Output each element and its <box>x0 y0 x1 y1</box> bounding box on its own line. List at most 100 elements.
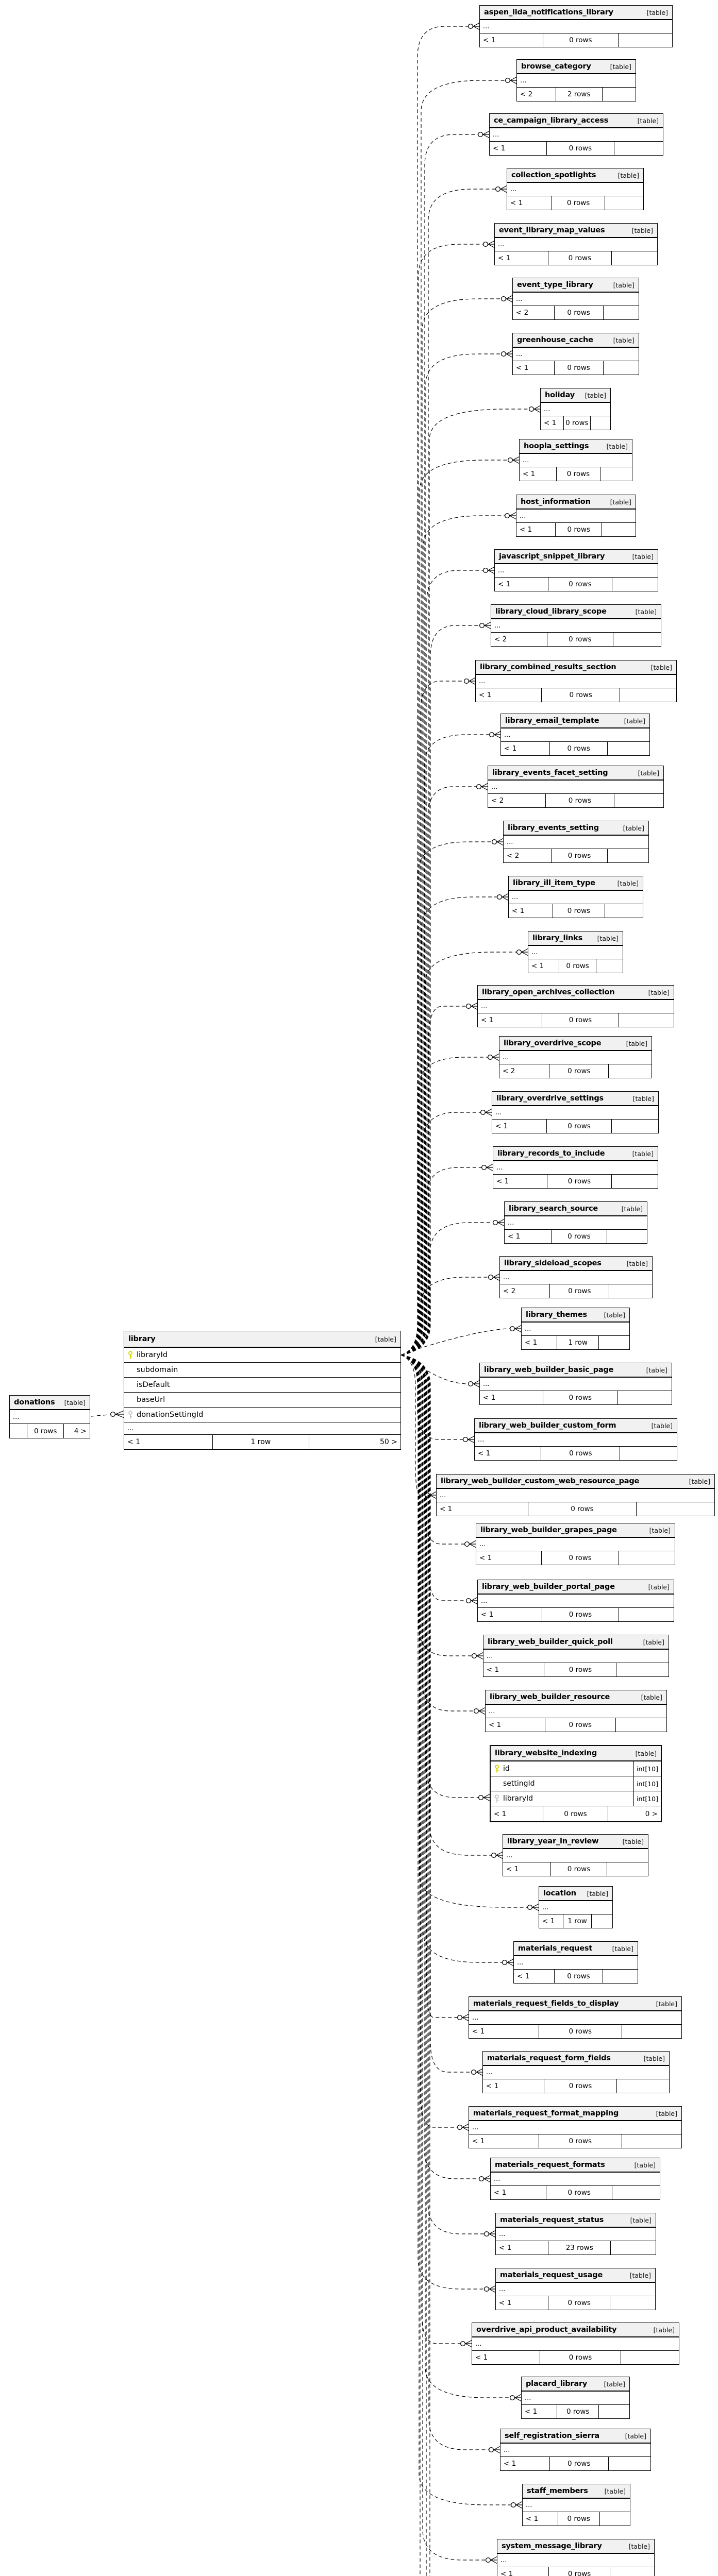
table-name[interactable]: collection_spotlights <box>511 171 596 179</box>
table-node-materials_request_fields_to_display[interactable]: materials_request_fields_to_display[tabl… <box>469 1996 682 2039</box>
table-name[interactable]: library_website_indexing <box>495 1749 597 1757</box>
table-name[interactable]: materials_request_formats <box>495 2161 605 2169</box>
table-name[interactable]: library_ill_item_type <box>513 879 595 887</box>
table-name[interactable]: materials_request_fields_to_display <box>473 1999 619 2008</box>
table-name[interactable]: library_open_archives_collection <box>482 988 615 996</box>
table-name[interactable]: greenhouse_cache <box>517 336 593 344</box>
table-name[interactable]: library_cloud_library_scope <box>495 607 607 616</box>
table-name[interactable]: library_web_builder_custom_form <box>479 1421 616 1430</box>
table-name[interactable]: library_web_builder_resource <box>490 1693 610 1701</box>
table-name[interactable]: holiday <box>545 391 575 399</box>
table-name[interactable]: library_web_builder_custom_web_resource_… <box>441 1477 640 1485</box>
table-name[interactable]: materials_request_usage <box>500 2271 603 2279</box>
table-name[interactable]: library_web_builder_portal_page <box>482 1583 615 1591</box>
table-node-materials_request_format_mapping[interactable]: materials_request_format_mapping[table].… <box>469 2106 682 2148</box>
table-node-library_web_builder_grapes_page[interactable]: library_web_builder_grapes_page[table]..… <box>476 1523 675 1565</box>
table-name[interactable]: aspen_lida_notifications_library <box>484 8 613 16</box>
table-name[interactable]: library_email_template <box>505 717 599 725</box>
table-name[interactable]: self_registration_sierra <box>505 2432 599 2440</box>
table-name[interactable]: library_events_setting <box>508 824 599 832</box>
table-name[interactable]: library_overdrive_settings <box>496 1094 604 1103</box>
table-name[interactable]: library_themes <box>526 1311 587 1319</box>
table-name[interactable]: host_information <box>521 498 591 506</box>
table-name[interactable]: library_overdrive_scope <box>504 1039 602 1047</box>
table-node-library_combined_results_section[interactable]: library_combined_results_section[table].… <box>475 660 677 702</box>
table-name[interactable]: system_message_library <box>502 2542 602 2550</box>
table-node-library_open_archives_collection[interactable]: library_open_archives_collection[table].… <box>477 985 674 1027</box>
table-node-overdrive_api_product_availability[interactable]: overdrive_api_product_availability[table… <box>472 2323 679 2365</box>
table-name[interactable]: javascript_snippet_library <box>499 552 605 561</box>
table-name[interactable]: library_web_builder_basic_page <box>484 1366 614 1374</box>
table-name[interactable]: library_web_builder_quick_poll <box>488 1638 613 1646</box>
table-node-aspen_lida_notifications_library[interactable]: aspen_lida_notifications_library[table].… <box>479 5 673 47</box>
table-name[interactable]: donations <box>14 1398 55 1406</box>
table-name[interactable]: library_sideload_scopes <box>504 1259 602 1267</box>
table-node-library_web_builder_custom_web_resource_page[interactable]: library_web_builder_custom_web_resource_… <box>436 1474 715 1516</box>
table-node-materials_request_form_fields[interactable]: materials_request_form_fields[table]...<… <box>482 2051 670 2093</box>
table-node-library_web_builder_quick_poll[interactable]: library_web_builder_quick_poll[table]...… <box>483 1635 669 1677</box>
table-name[interactable]: library_events_facet_setting <box>492 769 608 777</box>
table-name[interactable]: library_combined_results_section <box>480 663 616 671</box>
table-name[interactable]: overdrive_api_product_availability <box>476 2326 617 2334</box>
table-node-library_web_builder_custom_form[interactable]: library_web_builder_custom_form[table]..… <box>474 1418 677 1461</box>
crow-foot-arrow <box>481 783 489 791</box>
table-name[interactable]: materials_request <box>518 1944 593 1953</box>
table-name[interactable]: hoopla_settings <box>524 442 589 450</box>
table-name[interactable]: event_library_map_values <box>499 226 605 234</box>
table-name[interactable]: staff_members <box>527 2487 588 2495</box>
table-node-library_events_facet_setting[interactable]: library_events_facet_setting[table]...< … <box>488 766 664 808</box>
table-name[interactable]: library <box>128 1335 156 1343</box>
table-name[interactable]: event_type_library <box>517 281 593 289</box>
table-node-library_web_builder_basic_page[interactable]: library_web_builder_basic_page[table]...… <box>479 1363 672 1405</box>
table-name[interactable]: library_year_in_review <box>507 1837 599 1845</box>
table-name[interactable]: ce_campaign_library_access <box>494 116 609 125</box>
table-name[interactable]: browse_category <box>521 62 591 71</box>
table-node-library_web_builder_portal_page[interactable]: library_web_builder_portal_page[table]..… <box>477 1580 674 1622</box>
table-name[interactable]: materials_request_format_mapping <box>473 2109 619 2117</box>
table-name[interactable]: placard_library <box>526 2380 588 2388</box>
table-node-library_web_builder_resource[interactable]: library_web_builder_resource[table]...< … <box>485 1690 667 1732</box>
table-name[interactable]: library_search_source <box>509 1205 598 1213</box>
table-name[interactable]: materials_request_status <box>500 2216 604 2224</box>
table-name[interactable]: location <box>543 1889 576 1897</box>
table-name[interactable]: materials_request_form_fields <box>487 2054 611 2062</box>
table-name[interactable]: library_links <box>532 934 583 942</box>
columns-ellipsis: ... <box>492 1106 658 1120</box>
table-name[interactable]: library_web_builder_grapes_page <box>480 1526 617 1534</box>
table-node-library_cloud_library_scope[interactable]: library_cloud_library_scope[table]...< 2… <box>491 604 661 647</box>
table-name[interactable]: library_records_to_include <box>497 1149 605 1158</box>
